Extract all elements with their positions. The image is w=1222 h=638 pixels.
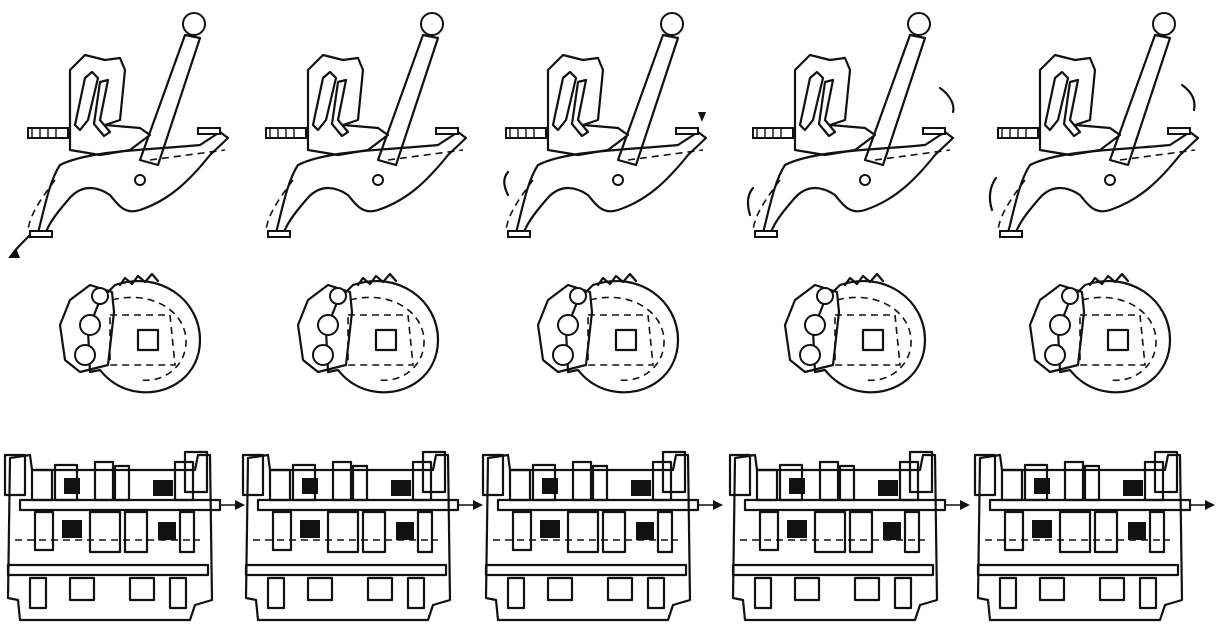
shift-position-5 <box>973 11 1217 622</box>
shift-position-2 <box>241 11 485 622</box>
shift-position-4 <box>728 11 972 622</box>
gearbox-section <box>481 450 725 622</box>
motion-arrow <box>938 86 955 114</box>
lever-mechanism <box>504 11 708 239</box>
gearbox-section <box>241 450 485 622</box>
lever-mechanism <box>264 11 468 239</box>
lever-mechanism <box>26 11 230 239</box>
detent-disc <box>536 272 680 394</box>
gearbox-section <box>973 450 1217 622</box>
arrowhead <box>698 112 706 122</box>
detent-disc <box>1028 272 1172 394</box>
detent-disc <box>783 272 927 394</box>
motion-arrow <box>503 170 510 197</box>
lever-mechanism <box>751 11 955 239</box>
motion-arrow <box>988 176 998 212</box>
shift-position-1 <box>3 11 247 622</box>
detent-disc <box>296 272 440 394</box>
arrowhead <box>8 248 20 258</box>
motion-arrow <box>746 186 755 217</box>
motion-arrow <box>1180 83 1196 112</box>
gearbox-section <box>3 450 247 622</box>
shift-position-3 <box>481 11 725 622</box>
gearbox-section <box>728 450 972 622</box>
detent-disc <box>58 272 202 394</box>
lever-mechanism <box>996 11 1200 239</box>
